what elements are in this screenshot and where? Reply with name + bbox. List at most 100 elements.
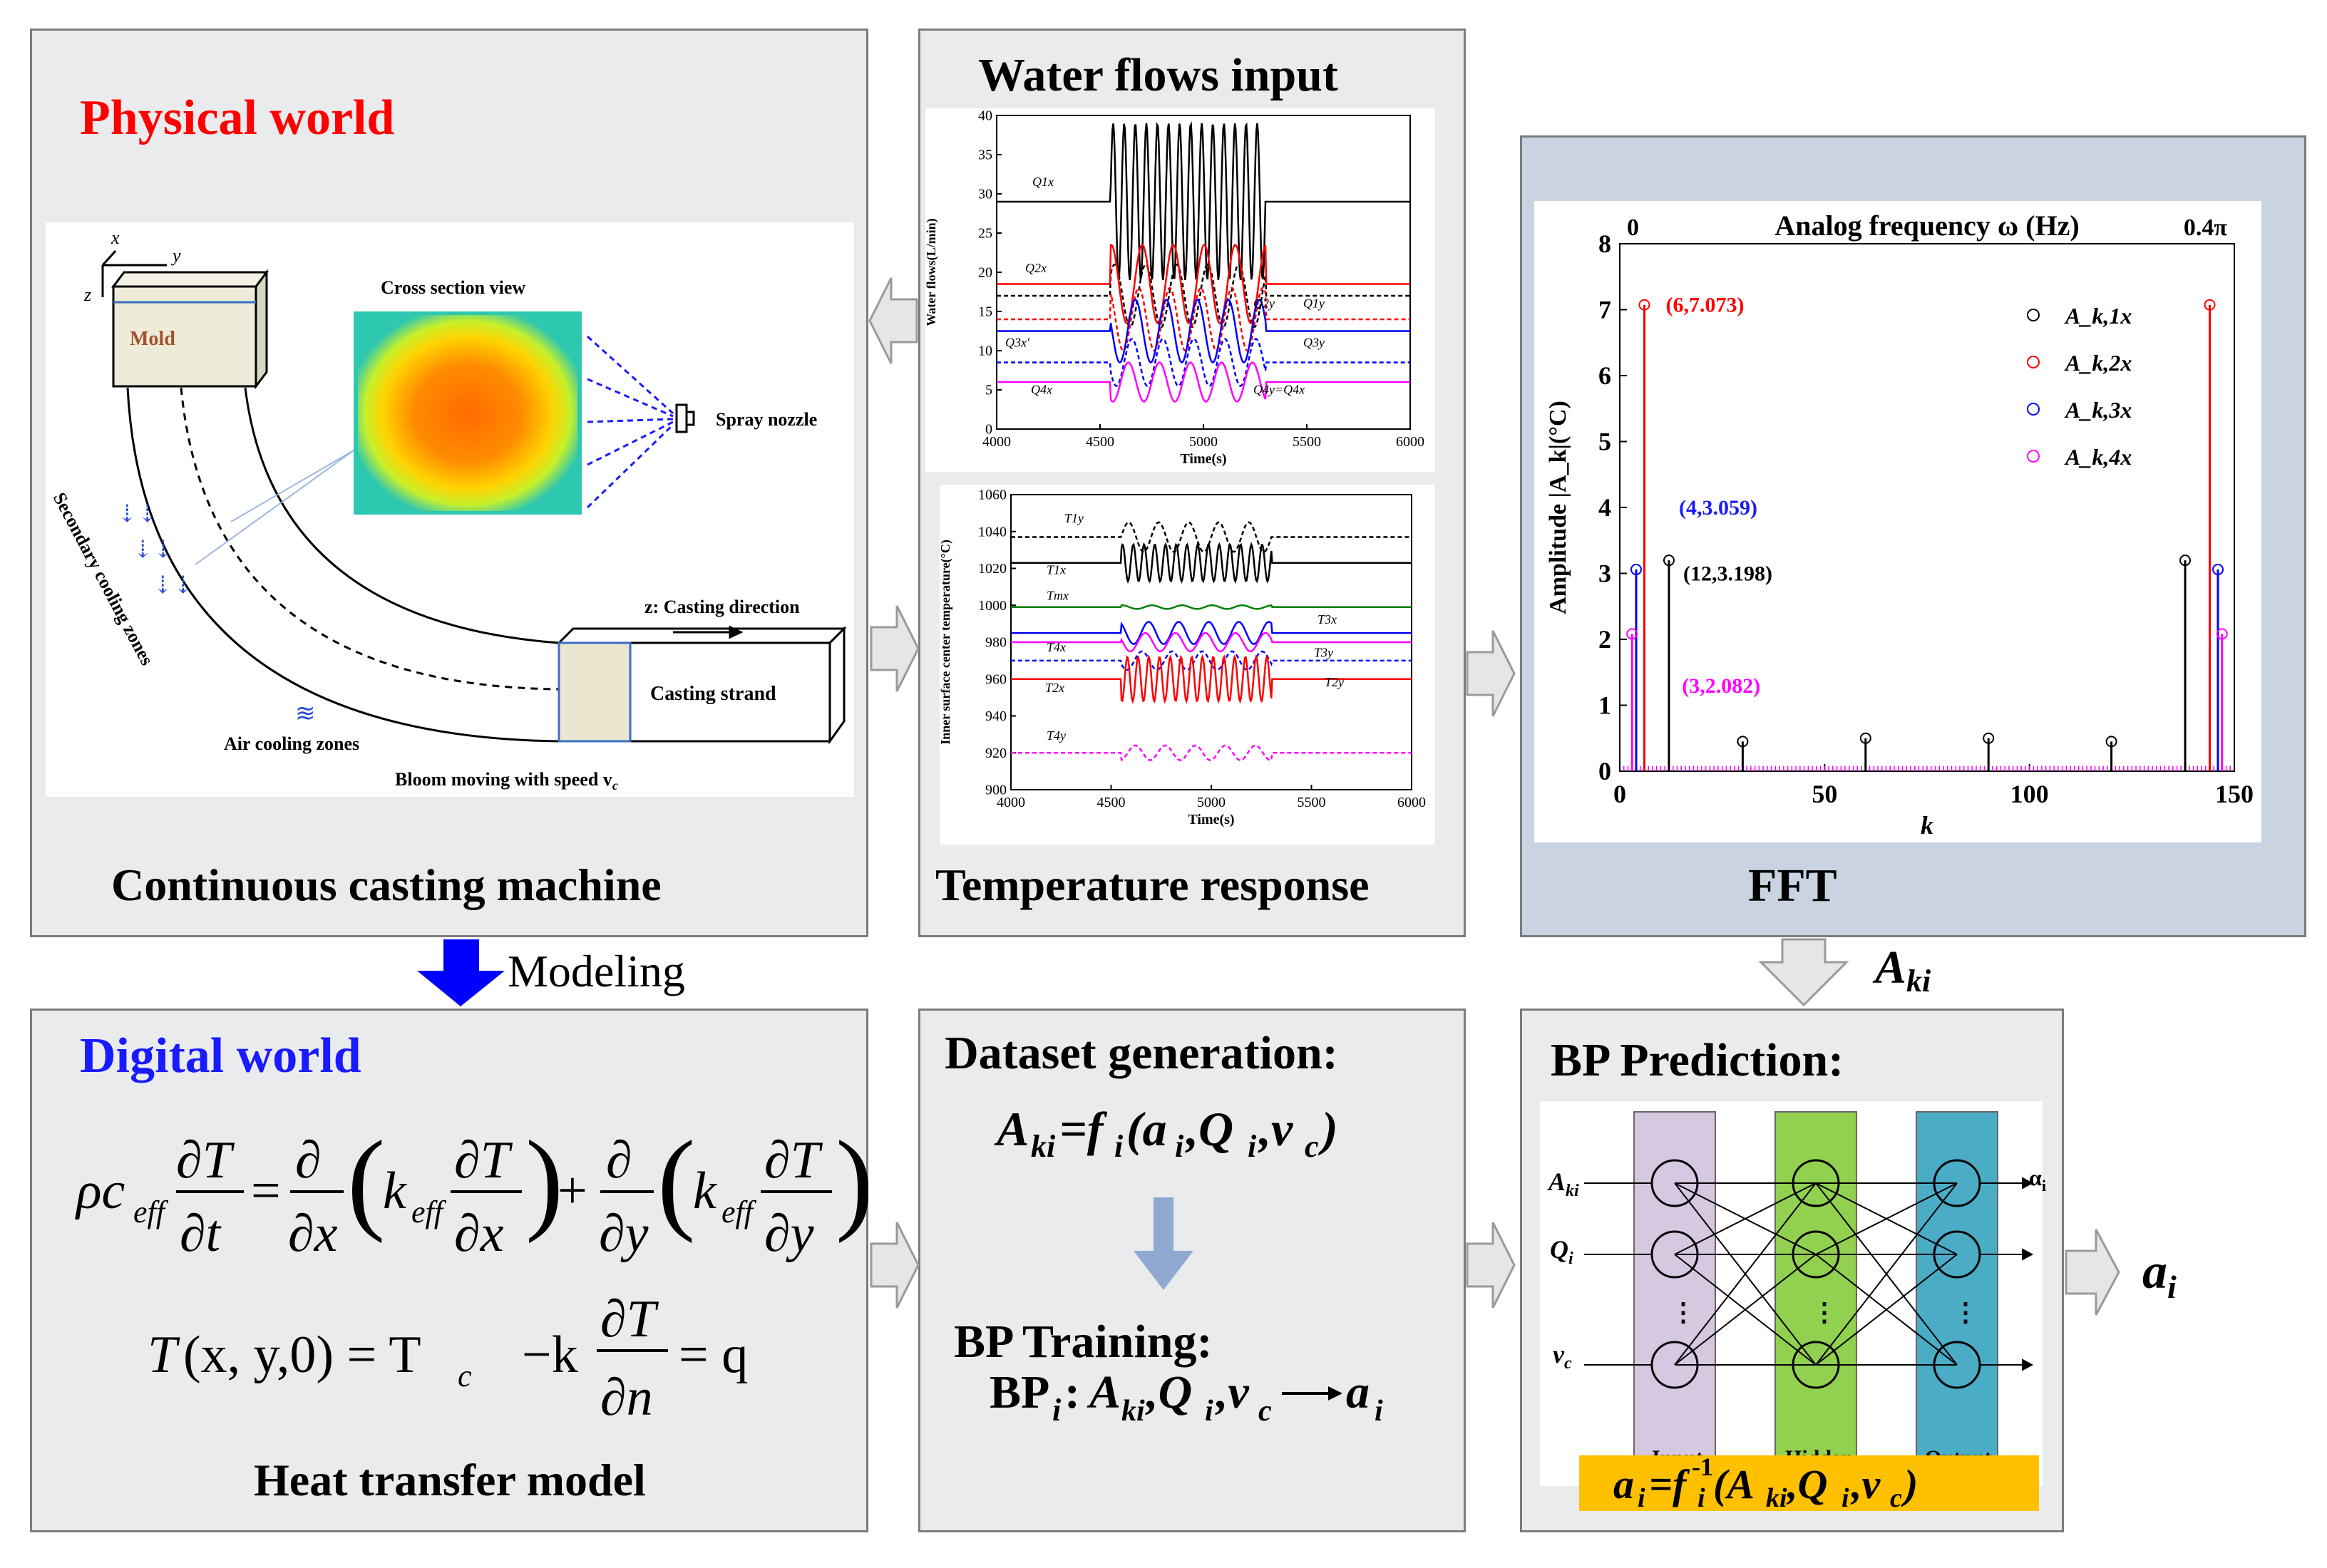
heat-transfer-caption: Heat transfer model [254, 1455, 646, 1505]
svg-text:i: i [1248, 1129, 1257, 1164]
digital-world-panel [30, 1009, 868, 1532]
svg-text:i: i [1375, 1395, 1383, 1428]
nn-link [1674, 1254, 1817, 1366]
y-tick-label: 900 [985, 783, 1007, 798]
svg-text:=f: =f [1059, 1102, 1108, 1156]
y-tick-label: 1040 [978, 524, 1007, 540]
physical-world-caption: Continuous casting machine [111, 860, 662, 910]
casting-direction-arrow [673, 625, 744, 639]
svg-text:eff: eff [133, 1195, 169, 1229]
spray-nozzle-label: Spray nozzle [716, 409, 817, 430]
svg-text:(: ( [657, 1117, 695, 1244]
fft-x-tick-label: 100 [2010, 780, 2049, 808]
svg-text:k: k [693, 1162, 717, 1220]
water-annotation: Q3x′ [1005, 336, 1030, 350]
temp-annotation: T2x [1045, 681, 1064, 695]
nn-link [1674, 1182, 1817, 1366]
aki-arrow-label: Aki [1875, 942, 1931, 999]
fft-top-left-label: 0 [1627, 215, 1639, 241]
svg-text:i: i [1638, 1483, 1645, 1511]
fft-y-tick-label: 5 [1598, 428, 1611, 456]
input-q-label: Qi [1550, 1235, 1573, 1268]
x-tick-label: 5000 [1189, 434, 1218, 450]
svg-text:(: ( [347, 1117, 385, 1244]
fft-y-tick-label: 7 [1598, 296, 1611, 324]
down-arrow-icon [1134, 1197, 1193, 1290]
modeling-label: Modeling [508, 946, 685, 996]
cross-section-label: Cross section view [381, 277, 525, 298]
nn-output-arrowhead [2022, 1177, 2034, 1190]
fft-title: Analog frequency ω (Hz) [1774, 210, 2079, 242]
svg-text:): ) [836, 1117, 868, 1244]
svg-text:,v: ,v [1850, 1461, 1881, 1507]
svg-text:ρc: ρc [75, 1162, 125, 1220]
casting-strand-box [556, 626, 847, 745]
dataset-panel [918, 1009, 1466, 1532]
mold-box [111, 269, 269, 390]
water-annotation: Q4x [1031, 383, 1052, 397]
y-tick-label: 35 [978, 148, 992, 163]
y-tick-label: 920 [985, 746, 1007, 761]
svg-text:∂y: ∂y [599, 1205, 649, 1263]
svg-text:∂n: ∂n [600, 1368, 653, 1427]
fft-y-tick-label: 1 [1598, 691, 1611, 720]
svg-text:=f: =f [1649, 1461, 1690, 1507]
svg-text:a: a [1346, 1366, 1370, 1418]
svg-text:∂x: ∂x [454, 1205, 504, 1263]
series-line-T2x [1011, 654, 1412, 704]
arrow-right-icon [1466, 1222, 1516, 1309]
arrow-left-icon [868, 277, 918, 364]
svg-text:=: = [251, 1162, 281, 1220]
fft-x-tick-label: 50 [1812, 780, 1837, 808]
svg-text:,Q: ,Q [1185, 1102, 1233, 1156]
fft-y-tick-label: 3 [1598, 559, 1611, 588]
fft-legend-marker [2027, 309, 2040, 321]
x-tick-label: 5000 [1197, 795, 1226, 810]
strand-arcs [126, 387, 560, 743]
fft-point-A_k,1x [1663, 555, 1675, 567]
y-tick-label: 940 [985, 708, 1007, 724]
nn-nodes: ⋮⋮⋮ [1650, 1159, 1981, 1389]
fft-point-A_k,2x [2204, 299, 2216, 311]
fft-y-tick-label: 4 [1598, 493, 1611, 522]
fft-point-A_k,3x [2212, 564, 2224, 576]
output-alpha-label: αi [2029, 1165, 2046, 1195]
fft-x-tick-label: 0 [1613, 780, 1626, 808]
x-axis-label: Time(s) [1180, 451, 1226, 467]
water-flows-heading: Water flows input [978, 49, 1338, 101]
input-layer-box [1633, 1111, 1716, 1472]
series-line-Q2y [997, 287, 1410, 352]
arrow-right-icon [870, 1222, 920, 1309]
casting-strand-label: Casting strand [650, 683, 776, 705]
input-v-label: vc [1553, 1340, 1572, 1373]
fft-point-annotation: (6,7.073) [1665, 294, 1744, 317]
fft-point-A_k,4x [1626, 628, 1638, 640]
y-tick-label: 10 [978, 344, 992, 359]
axis-x-label: x [111, 227, 120, 248]
svg-text:∂T: ∂T [764, 1131, 823, 1190]
water-annotation: Q4y=Q4x [1253, 383, 1305, 397]
y-axis-label: Water flows(L/min) [925, 218, 939, 326]
fft-point-A_k,1x [2179, 555, 2192, 567]
cross-section-heatmap [358, 315, 577, 511]
fft-point-A_k,1x [2105, 736, 2117, 748]
heat-equation: ρc eff ∂T ∂t = ∂ ∂x ( k eff ∂T ∂x ) + ∂ … [75, 1117, 868, 1427]
fft-legend-label: A_k,4x [2064, 444, 2132, 470]
svg-text:∂T: ∂T [454, 1131, 513, 1190]
y-tick-label: 1020 [978, 561, 1007, 577]
svg-text:eff: eff [411, 1195, 447, 1229]
y-tick-label: 980 [985, 635, 1007, 651]
bp-training-heading: BP Training: [954, 1316, 1213, 1368]
spray-nozzle-icon [586, 335, 695, 509]
temperature-response-caption: Temperature response [935, 860, 1370, 910]
fft-y-tick-label: 8 [1598, 229, 1611, 258]
svg-text:eff: eff [721, 1195, 757, 1229]
fft-legend-label: A_k,1x [2064, 303, 2132, 329]
nn-neuron [1792, 1341, 1840, 1389]
fft-point-A_k,2x [1638, 299, 1650, 311]
svg-text:i: i [1205, 1395, 1213, 1428]
neural-network-diagram: ⋮⋮⋮ Input Hidden Output Aki Qi vc αi [1540, 1101, 2046, 1486]
output-ai-label: ai [2142, 1244, 2177, 1305]
